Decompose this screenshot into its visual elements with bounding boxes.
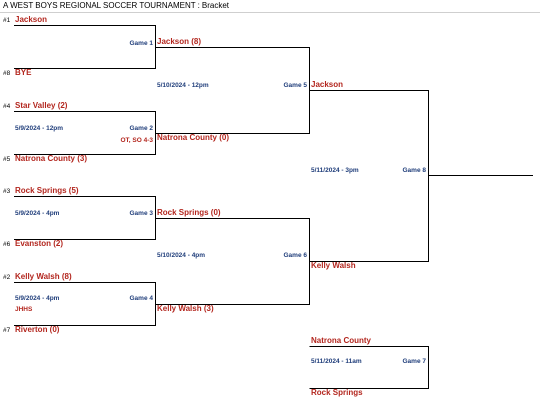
seed-label: #4 (3, 103, 11, 110)
team-kelly-walsh-r2[interactable]: Kelly Walsh (3) (157, 304, 214, 313)
game-4-label[interactable]: Game 4 (129, 295, 154, 302)
title-separator: : (197, 1, 200, 10)
page-title: A WEST BOYS REGIONAL SOCCER TOURNAMENT:B… (0, 0, 540, 13)
bracket-line-game-3 (14, 196, 156, 240)
bracket-line-game-4 (14, 282, 156, 326)
game-1-label[interactable]: Game 1 (129, 40, 154, 47)
team-rock-springs-consolation[interactable]: Rock Springs (311, 388, 363, 397)
game-4-venue: JHHS (15, 306, 33, 313)
game-8-date: 5/11/2024 - 3pm (311, 167, 359, 174)
game-2-label[interactable]: Game 2 (129, 125, 154, 132)
team-rock-springs-r2[interactable]: Rock Springs (0) (157, 208, 221, 217)
team-natrona-county-r2[interactable]: Natrona County (0) (157, 133, 229, 142)
game-2-date: 5/9/2024 - 12pm (15, 125, 64, 132)
team-bye[interactable]: BYE (15, 68, 32, 77)
game-5-date: 5/10/2024 - 12pm (157, 82, 209, 89)
team-jackson-r2[interactable]: Jackson (8) (157, 37, 202, 46)
team-star-valley[interactable]: Star Valley (2) (15, 101, 68, 110)
seed-label: #8 (3, 70, 11, 77)
team-natrona-county[interactable]: Natrona County (3) (15, 154, 87, 163)
team-jackson[interactable]: Jackson (15, 15, 48, 24)
bracket-line-game-1 (14, 25, 156, 69)
game-6-date: 5/10/2024 - 4pm (157, 252, 206, 259)
bracket-line-game-6 (155, 218, 310, 305)
team-natrona-county-consolation[interactable]: Natrona County (311, 336, 371, 345)
seed-label: #5 (3, 156, 11, 163)
bracket-line-game-7 (309, 346, 429, 389)
bracket-line-game-5 (155, 47, 310, 134)
team-riverton[interactable]: Riverton (0) (15, 325, 60, 334)
team-kelly-walsh-final[interactable]: Kelly Walsh (311, 261, 356, 270)
team-rock-springs[interactable]: Rock Springs (5) (15, 186, 79, 195)
tournament-title: A WEST BOYS REGIONAL SOCCER TOURNAMENT (3, 1, 196, 10)
game-7-date: 5/11/2024 - 11am (311, 358, 362, 365)
game-2-note: OT, SO 4-3 (120, 137, 153, 144)
game-8-label[interactable]: Game 8 (402, 167, 427, 174)
team-jackson-final[interactable]: Jackson (311, 80, 344, 89)
bracket-line-game-8 (309, 90, 429, 262)
game-3-label[interactable]: Game 3 (129, 210, 154, 217)
seed-label: #3 (3, 188, 11, 195)
bracket-line-game-2 (14, 111, 156, 155)
view-name: Bracket (201, 1, 229, 10)
seed-label: #6 (3, 241, 11, 248)
seed-label: #7 (3, 327, 11, 334)
game-5-label[interactable]: Game 5 (283, 82, 308, 89)
team-evanston[interactable]: Evanston (2) (15, 239, 64, 248)
team-kelly-walsh[interactable]: Kelly Walsh (8) (15, 272, 72, 281)
game-3-date: 5/9/2024 - 4pm (15, 210, 60, 217)
game-6-label[interactable]: Game 6 (283, 252, 308, 259)
seed-label: #1 (3, 17, 11, 24)
game-4-date: 5/9/2024 - 4pm (15, 295, 60, 302)
seed-label: #2 (3, 274, 11, 281)
game-7-label[interactable]: Game 7 (402, 358, 427, 365)
